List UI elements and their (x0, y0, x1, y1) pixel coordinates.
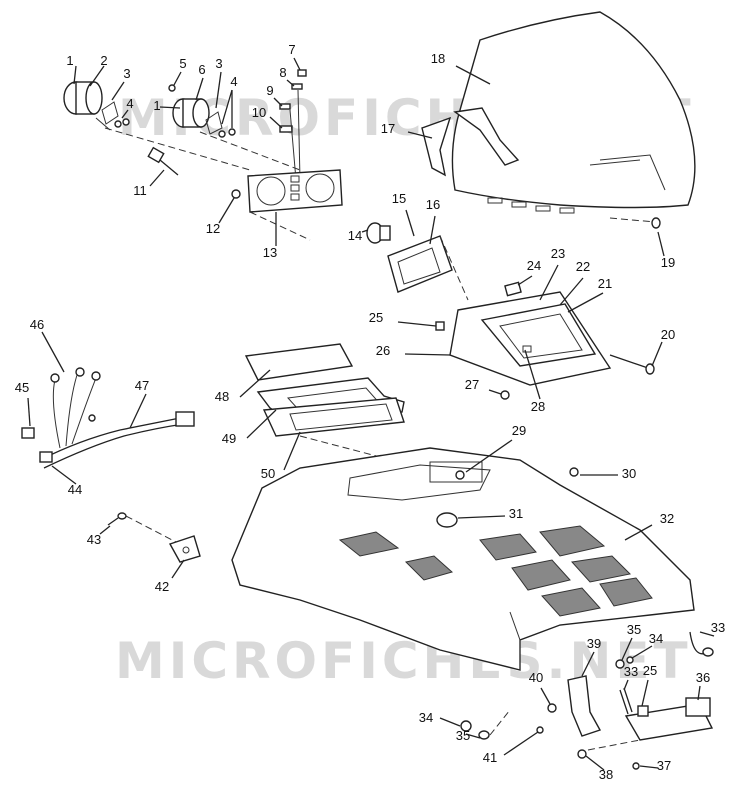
callout-20: 20 (661, 327, 675, 342)
callout-44: 44 (68, 482, 82, 497)
callout-39: 39 (587, 636, 601, 651)
callout-25b: 25 (643, 663, 657, 678)
headlight-housing (387, 235, 453, 293)
callout-37: 37 (657, 758, 671, 773)
callout-1b: 1 (153, 98, 160, 113)
callout-6: 6 (198, 62, 205, 77)
callout-41: 41 (483, 750, 497, 765)
callout-33a: 33 (711, 620, 725, 635)
hood-screw (455, 470, 465, 480)
nut-34 (626, 656, 634, 664)
callout-29: 29 (512, 423, 526, 438)
headlight-bulb (366, 222, 391, 244)
callout-14: 14 (348, 228, 362, 243)
console-screw (609, 354, 655, 375)
callout-4a: 4 (126, 96, 133, 111)
bracket-screw (231, 189, 241, 199)
console-spring (504, 281, 522, 297)
callout-4b: 4 (230, 74, 237, 89)
console-bolt (500, 390, 510, 400)
hood-hinge (168, 535, 201, 563)
callout-36: 36 (696, 670, 710, 685)
callout-33b: 33 (624, 664, 638, 679)
callout-25a: 25 (369, 310, 383, 325)
callout-23: 23 (551, 246, 565, 261)
wire-harness (21, 367, 195, 469)
callout-28: 28 (531, 399, 545, 414)
callout-38: 38 (599, 767, 613, 782)
callout-50: 50 (261, 466, 275, 481)
callout-7: 7 (288, 42, 295, 57)
callout-12: 12 (206, 221, 220, 236)
callout-9: 9 (266, 83, 273, 98)
callout-18: 18 (431, 51, 445, 66)
callout-19: 19 (661, 255, 675, 270)
gauge-left (63, 81, 130, 131)
callout-40: 40 (529, 670, 543, 685)
callout-8: 8 (279, 65, 286, 80)
callout-10: 10 (252, 105, 266, 120)
hood-pin (107, 512, 127, 526)
callout-24: 24 (527, 258, 541, 273)
hood-grommet (436, 512, 458, 528)
callout-47: 47 (135, 378, 149, 393)
hood-strap (689, 631, 714, 657)
callout-13: 13 (263, 245, 277, 260)
callout-15: 15 (392, 191, 406, 206)
callout-35b: 35 (456, 728, 470, 743)
gauge-bracket (247, 169, 343, 213)
callout-17: 17 (381, 121, 395, 136)
callout-3b: 3 (215, 56, 222, 71)
windshield-decal (421, 107, 520, 177)
latch-bracket (567, 675, 602, 737)
callout-43: 43 (87, 532, 101, 547)
callout-16: 16 (426, 197, 440, 212)
windshield-screw (651, 217, 661, 229)
speedo-cable (147, 146, 179, 176)
bolt-38 (577, 749, 587, 759)
callout-26: 26 (376, 343, 390, 358)
callout-35a: 35 (627, 622, 641, 637)
hood (231, 447, 695, 671)
latch-bolt (547, 703, 557, 713)
callout-21: 21 (598, 276, 612, 291)
callout-22: 22 (576, 259, 590, 274)
pad-48 (244, 343, 354, 381)
callout-5: 5 (179, 56, 186, 71)
washer-35 (615, 659, 625, 669)
callout-46: 46 (30, 317, 44, 332)
callout-3a: 3 (123, 66, 130, 81)
console (449, 291, 612, 386)
callout-32: 32 (660, 511, 674, 526)
latch-screw (536, 726, 544, 734)
screw-37 (632, 762, 640, 770)
pad-50 (262, 397, 405, 437)
latch-spring (619, 687, 633, 715)
callout-45: 45 (15, 380, 29, 395)
callout-30: 30 (622, 466, 636, 481)
callout-34a: 34 (649, 631, 663, 646)
callout-2: 2 (100, 53, 107, 68)
callout-27: 27 (465, 377, 479, 392)
callout-34b: 34 (419, 710, 433, 725)
hood-latch (624, 697, 714, 741)
hood-bolt (569, 467, 579, 477)
windshield (451, 11, 696, 214)
callout-42: 42 (155, 579, 169, 594)
gauge-right (168, 84, 236, 138)
console-clip (435, 321, 445, 331)
callout-31: 31 (509, 506, 523, 521)
callout-1a: 1 (66, 53, 73, 68)
washer-35b (478, 730, 490, 740)
watermark-bottom: MICROFICHES.NET (115, 632, 692, 690)
callout-11: 11 (133, 183, 147, 198)
callout-49: 49 (222, 431, 236, 446)
nut-34b (460, 720, 472, 732)
callout-48: 48 (215, 389, 229, 404)
